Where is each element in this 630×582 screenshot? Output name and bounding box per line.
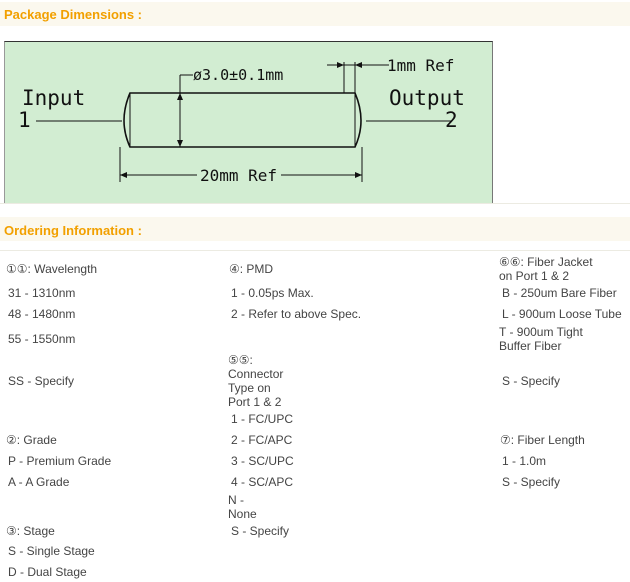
diameter-label: ø3.0±0.1mm bbox=[193, 66, 283, 84]
ordering-header-band bbox=[0, 217, 630, 241]
connector-option: 2 - FC/APC bbox=[231, 433, 293, 447]
pmd-option: 1 - 0.05ps Max. bbox=[231, 286, 314, 300]
stage-heading: ③: Stage bbox=[6, 524, 55, 538]
connector-option: N - None bbox=[228, 493, 257, 521]
fiber-jacket-option: B - 250um Bare Fiber bbox=[502, 286, 617, 300]
pmd-option: 2 - Refer to above Spec. bbox=[231, 307, 362, 321]
fiber-jacket-option: T - 900um Tight Buffer Fiber bbox=[499, 325, 583, 353]
wavelength-option: SS - Specify bbox=[8, 374, 75, 388]
output-label: Output bbox=[389, 86, 465, 110]
grade-option: A - A Grade bbox=[8, 475, 70, 489]
fiber-length-option: 1 - 1.0m bbox=[502, 454, 547, 468]
connector-option: 1 - FC/UPC bbox=[231, 412, 294, 426]
body-length-label: 20mm Ref bbox=[200, 166, 277, 185]
connector-option: 3 - SC/UPC bbox=[231, 454, 294, 468]
wavelength-option: 48 - 1480nm bbox=[8, 307, 76, 321]
fiber-jacket-option: L - 900um Loose Tube bbox=[502, 307, 622, 321]
pmd-heading: ④: PMD bbox=[229, 262, 274, 276]
fiber-length-heading: ⑦: Fiber Length bbox=[500, 433, 585, 447]
package-drawing: Input 1 Output 2 ø3.0±0.1mm 1mm Ref 20mm… bbox=[18, 56, 465, 185]
output-port-label: 2 bbox=[445, 108, 458, 132]
divider bbox=[0, 250, 630, 251]
wavelength-option: 55 - 1550nm bbox=[8, 332, 76, 346]
input-label: Input bbox=[22, 86, 85, 110]
connector-option: 4 - SC/APC bbox=[231, 475, 294, 489]
fiber-jacket-heading: ⑥⑥: Fiber Jacket on Port 1 & 2 bbox=[499, 255, 593, 283]
grade-heading: ②: Grade bbox=[6, 433, 57, 447]
package-diagram: Input 1 Output 2 ø3.0±0.1mm 1mm Ref 20mm… bbox=[4, 41, 493, 204]
fiber-jacket-option: S - Specify bbox=[502, 374, 561, 388]
tip-length-label: 1mm Ref bbox=[387, 56, 454, 75]
wavelength-heading: ①①: Wavelength bbox=[6, 262, 98, 276]
stage-option: S - Single Stage bbox=[8, 544, 95, 558]
stage-option: D - Dual Stage bbox=[8, 565, 87, 579]
wavelength-option: 31 - 1310nm bbox=[8, 286, 76, 300]
connector-option: S - Specify bbox=[231, 524, 290, 538]
package-dimensions-title: Package Dimensions : bbox=[4, 7, 142, 22]
ordering-information-title: Ordering Information : bbox=[4, 223, 142, 238]
fiber-length-option: S - Specify bbox=[502, 475, 561, 489]
connector-heading: ⑤⑤: Connector Type on Port 1 & 2 bbox=[228, 353, 284, 409]
divider bbox=[0, 203, 630, 204]
input-port-label: 1 bbox=[18, 108, 31, 132]
package-header-band bbox=[0, 2, 630, 26]
grade-option: P - Premium Grade bbox=[8, 454, 112, 468]
